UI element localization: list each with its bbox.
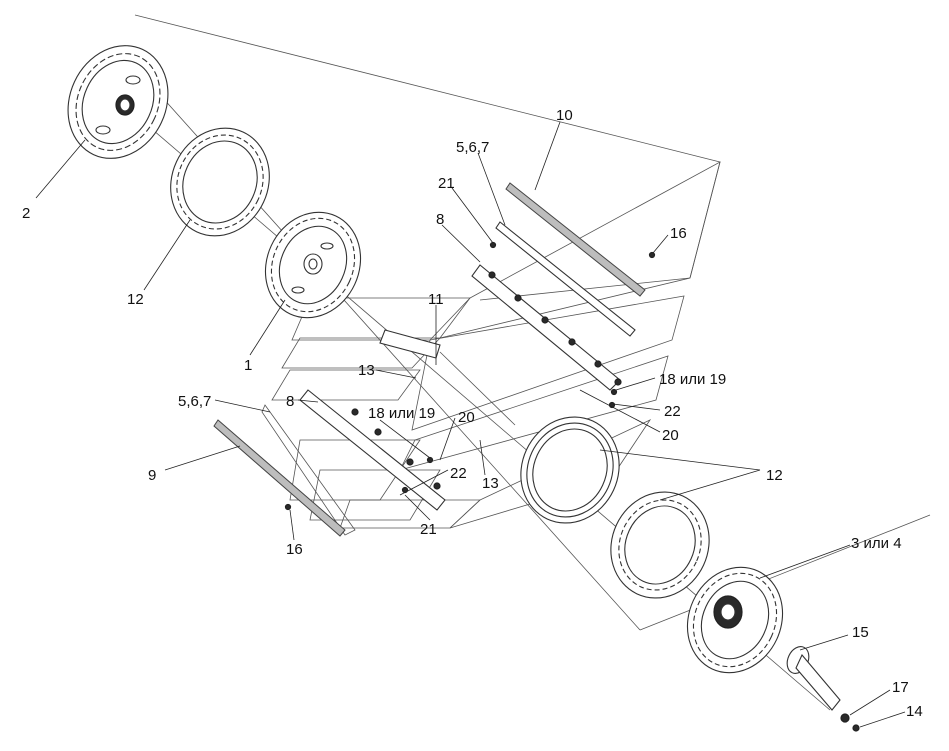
label-5-6-7-right: 5,6,7	[456, 139, 489, 156]
label-8-right: 8	[436, 211, 444, 228]
label-20-left: 20	[458, 409, 475, 426]
callout-labels: 2 12 1 11 13 5,6,7 8 18 или 19 20 9 22 1…	[22, 107, 923, 720]
label-10: 10	[556, 107, 573, 124]
label-14: 14	[906, 703, 923, 720]
wheel-2	[67, 45, 169, 159]
label-16-right: 16	[670, 225, 687, 242]
shaft-15	[786, 646, 860, 732]
label-5-6-7-left: 5,6,7	[178, 393, 211, 410]
label-13-left: 13	[358, 362, 375, 379]
ring-12-mid-b	[610, 491, 710, 599]
blade-bar-8-right	[471, 264, 622, 391]
blade-bar-10	[495, 182, 646, 337]
label-15: 15	[852, 624, 869, 641]
label-11: 11	[428, 291, 444, 308]
label-16-left: 16	[286, 541, 303, 558]
label-12-right: 12	[766, 467, 783, 484]
label-18-or-19-left: 18 или 19	[368, 405, 435, 422]
blade-bar-8-left	[299, 389, 446, 511]
label-9: 9	[148, 467, 156, 484]
plate-outline-6	[399, 355, 669, 471]
blade-bar-9	[213, 419, 346, 537]
label-20-right: 20	[662, 427, 679, 444]
label-13-right: 13	[482, 475, 499, 492]
label-8-left: 8	[286, 393, 294, 410]
ring-12-top	[170, 127, 270, 237]
label-22-left: 22	[450, 465, 467, 482]
label-21-left: 21	[420, 521, 437, 538]
label-1: 1	[244, 357, 252, 374]
axis-lines	[117, 14, 931, 711]
wheel-1	[264, 211, 362, 319]
label-3-or-4: 3 или 4	[851, 535, 902, 552]
plate-outline-4	[439, 161, 721, 339]
label-21-right: 21	[438, 175, 455, 192]
ring-12-mid-a	[520, 416, 620, 524]
label-18-or-19-right: 18 или 19	[659, 371, 726, 388]
wheel-3-or-4	[686, 566, 784, 674]
plate-outline-9	[339, 499, 482, 529]
label-2: 2	[22, 205, 30, 222]
plate-outline-11	[261, 404, 356, 536]
leader-lines	[35, 121, 906, 728]
label-12-top: 12	[127, 291, 144, 308]
label-22-right: 22	[664, 403, 681, 420]
label-17: 17	[892, 679, 909, 696]
